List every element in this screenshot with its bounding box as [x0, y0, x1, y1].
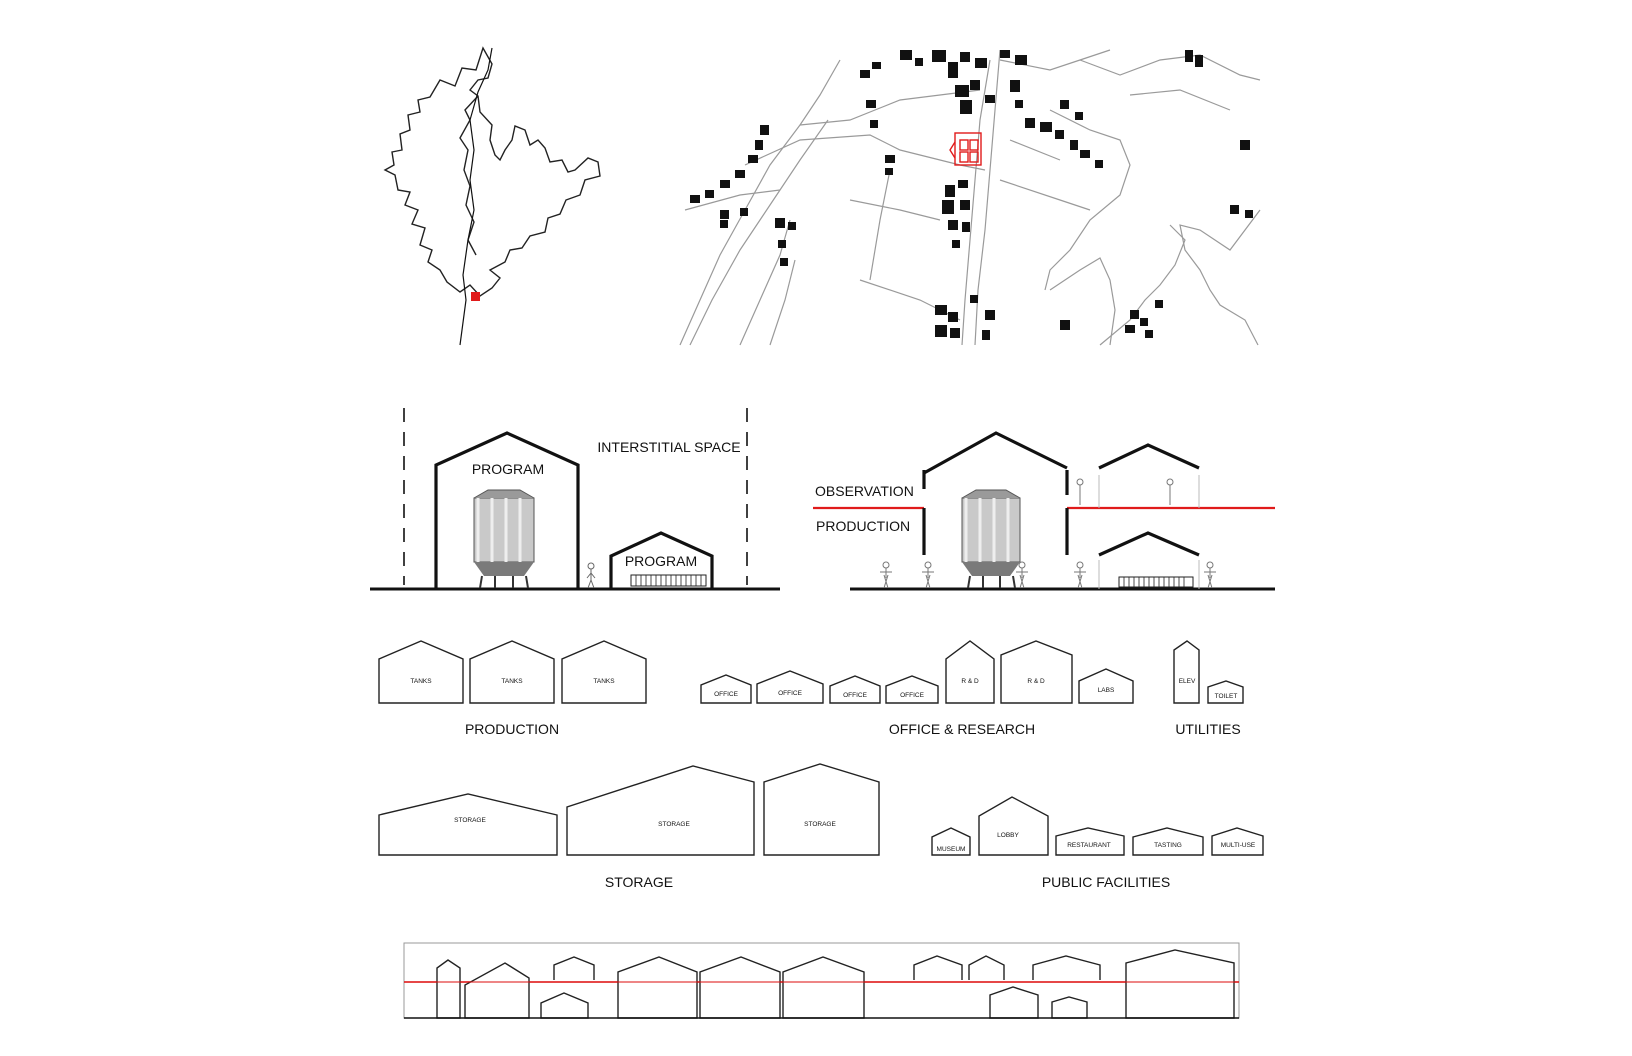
toilet-volume	[1207, 680, 1244, 704]
production-level-label: PRODUCTION	[816, 518, 910, 534]
site-marker-icon	[471, 292, 480, 301]
wine-tank-icon	[961, 489, 1021, 589]
site-building-icon	[949, 132, 982, 166]
office-label: OFFICE	[843, 692, 867, 699]
tanks-volume-2	[469, 640, 555, 704]
restaurant-volume	[1055, 827, 1125, 856]
office-label: OFFICE	[778, 690, 802, 697]
person-figure-icon	[880, 478, 1216, 589]
storage-label: STORAGE	[804, 821, 836, 828]
barrel-row-icon	[1118, 576, 1194, 588]
storage-group: STORAGE STORAGE STORAGE STORAGE	[378, 763, 880, 890]
program-small-label: PROGRAM	[625, 553, 697, 569]
rd-label: R & D	[961, 678, 979, 685]
rd-volume-1	[945, 640, 995, 704]
office-research-group: OFFICE OFFICE OFFICE OFFICE R & D R & D …	[700, 640, 1134, 737]
production-group: TANKS TANKS TANKS PRODUCTION	[378, 640, 647, 737]
lobby-label: LOBBY	[997, 832, 1019, 839]
site-plan-map	[679, 49, 1261, 346]
labs-label: LABS	[1098, 687, 1115, 694]
tanks-label: TANKS	[593, 678, 615, 685]
office-volume-4	[885, 675, 939, 704]
rd-label: R & D	[1027, 678, 1045, 685]
rd-volume-2	[1000, 640, 1073, 704]
tasting-label: TASTING	[1154, 842, 1182, 849]
restaurant-label: RESTAURANT	[1067, 842, 1111, 849]
tanks-volume-3	[561, 640, 647, 704]
utilities-title: UTILITIES	[1175, 721, 1240, 737]
multi-use-volume	[1211, 827, 1264, 856]
office-volume-3	[829, 675, 881, 704]
office-volume-1	[700, 674, 752, 704]
utilities-group: ELEV TOILET UTILITIES	[1173, 640, 1244, 737]
region-outline-map	[383, 46, 601, 346]
multi-use-label: MULTI-USE	[1221, 842, 1256, 849]
storage-volume-1	[378, 793, 558, 856]
storage-volume-3	[763, 763, 880, 856]
public-facilities-group: MUSEUM LOBBY RESTAURANT TASTING MULTI-US…	[931, 796, 1264, 890]
observation-label: OBSERVATION	[815, 483, 914, 499]
observation-section-diagram: OBSERVATION PRODUCTION	[813, 431, 1275, 591]
tanks-volume-1	[378, 640, 464, 704]
museum-volume	[931, 827, 971, 856]
combined-elevation-strip	[403, 942, 1240, 1019]
storage-volume-2	[566, 765, 755, 856]
program-large-label: PROGRAM	[472, 461, 544, 477]
office-label: OFFICE	[714, 691, 738, 698]
elevator-volume	[1173, 640, 1200, 704]
elevator-label: ELEV	[1179, 678, 1196, 685]
wine-tank-icon	[473, 489, 535, 589]
storage-label: STORAGE	[658, 821, 690, 828]
barrel-row-icon	[630, 574, 707, 587]
office-research-title: OFFICE & RESEARCH	[889, 721, 1035, 737]
storage-label: STORAGE	[454, 817, 486, 824]
tanks-label: TANKS	[410, 678, 432, 685]
interstitial-space-label: INTERSTITIAL SPACE	[597, 439, 740, 455]
office-volume-2	[756, 670, 824, 704]
program-section-diagram: PROGRAM PROGRAM INTERSTITIAL SPACE	[370, 408, 780, 591]
tanks-label: TANKS	[501, 678, 523, 685]
person-figure-icon	[586, 562, 596, 589]
museum-label: MUSEUM	[937, 846, 966, 853]
production-title: PRODUCTION	[465, 721, 559, 737]
labs-volume	[1078, 668, 1134, 704]
toilet-label: TOILET	[1215, 693, 1238, 700]
office-label: OFFICE	[900, 692, 924, 699]
tasting-volume	[1132, 827, 1204, 856]
public-facilities-title: PUBLIC FACILITIES	[1042, 874, 1170, 890]
lobby-volume	[978, 796, 1049, 856]
storage-title: STORAGE	[605, 874, 673, 890]
